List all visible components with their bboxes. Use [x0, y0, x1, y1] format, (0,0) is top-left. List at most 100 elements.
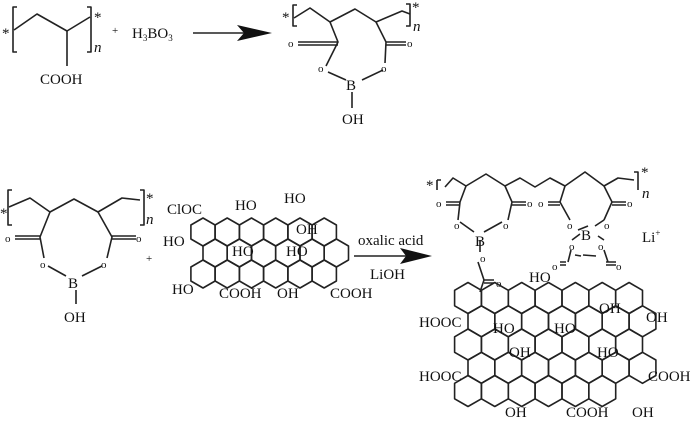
- carbonyl-oxygen: o: [627, 198, 633, 210]
- carboxyl-label: COOH: [330, 286, 373, 302]
- carbon-ring: [311, 259, 338, 289]
- end-star: *: [426, 178, 434, 194]
- condition-oxalic-acid: oxalic acid: [358, 233, 424, 249]
- carboxyl-label: COOH: [648, 369, 691, 385]
- hydroxyl-label: OH: [599, 301, 621, 317]
- hydroxyl-label: HO: [554, 321, 576, 337]
- bracket-left: [292, 4, 297, 27]
- carbon-ring: [238, 259, 265, 289]
- end-star: *: [0, 206, 8, 222]
- plus-sign: +: [146, 253, 152, 265]
- carboxyl-label: COOH: [40, 72, 83, 88]
- ring-oxygen: o: [604, 220, 610, 232]
- hydroxyl-label: OH: [646, 310, 668, 326]
- ester-oxygen: o: [480, 253, 486, 265]
- bracket-left: [12, 6, 17, 53]
- carbonyl-oxygen: o: [527, 198, 533, 210]
- end-star: *: [2, 26, 10, 42]
- hydroxyl-label: HO: [529, 270, 551, 286]
- borate-ester-polymer-reactant: * * n o o o o B OH: [0, 189, 154, 326]
- oxalate-oxygen: o: [569, 241, 575, 253]
- boron-atom: B: [475, 234, 485, 250]
- carbonyl-oxygen: o: [5, 233, 11, 245]
- boron-atom: B: [346, 78, 356, 94]
- hydroxyl-label: HO: [597, 345, 619, 361]
- backbone: [8, 197, 141, 213]
- carbon-ring: [507, 374, 536, 408]
- hydroxyl-label: HO: [163, 234, 185, 250]
- oxalate-carbonyl-oxygen: o: [552, 261, 558, 273]
- carbonyl-oxygen: o: [407, 38, 413, 50]
- carboxyl-label: HOOC: [419, 315, 462, 331]
- lithium-ion: Li+: [642, 228, 660, 246]
- hydroxyl-label: OH: [632, 405, 654, 421]
- carbon-ring: [480, 374, 510, 408]
- hydroxyl-label: HO: [286, 244, 308, 260]
- hydroxyl-label: OH: [505, 405, 527, 421]
- carbon-ring: [287, 259, 313, 289]
- hydroxyl-label: HO: [284, 191, 306, 207]
- ring-oxygen: o: [567, 220, 573, 232]
- product-graphene-labels: HO OH OH HOOC HO HO OH HO HOOC COOH OH C…: [419, 270, 691, 421]
- oxalate-carbonyl-oxygen: o: [616, 261, 622, 273]
- graphene-oxide-sheet-grafted: [453, 281, 657, 408]
- hydroxyl-label: OH: [342, 112, 364, 128]
- repeat-n: n: [413, 19, 421, 35]
- end-star: *: [641, 165, 649, 181]
- carbon-ring: [534, 374, 563, 408]
- carbon-ring: [214, 259, 241, 289]
- hydroxyl-label: OH: [277, 286, 299, 302]
- backbone: [293, 7, 411, 23]
- end-star: *: [146, 191, 154, 207]
- hydroxyl-label: OH: [296, 222, 318, 238]
- hydroxyl-label: OH: [64, 310, 86, 326]
- backbone: [13, 13, 91, 32]
- hydroxyl-label: HO: [235, 198, 257, 214]
- reaction-arrow-2: [354, 248, 432, 264]
- carbon-ring: [561, 374, 590, 408]
- end-star: *: [412, 0, 420, 16]
- borate-polymer-backbone: * * n o o o o o o B o o o o B o o o o Li…: [426, 165, 660, 293]
- carbonyl-oxygen: o: [538, 198, 544, 210]
- oxalate-oxygen: o: [598, 241, 604, 253]
- carbonyl-oxygen: o: [436, 198, 442, 210]
- hydroxyl-label: HO: [232, 244, 254, 260]
- carbonyl-oxygen: o: [496, 278, 502, 290]
- hydroxyl-label: HO: [172, 282, 194, 298]
- repeat-n: n: [146, 212, 154, 228]
- ring-oxygen: o: [503, 220, 509, 232]
- carbon-ring: [628, 351, 657, 385]
- bracket-right: [406, 3, 411, 27]
- bracket-right: [87, 6, 92, 53]
- condition-lioh: LiOH: [370, 267, 405, 283]
- hydroxyl-label: HO: [493, 321, 515, 337]
- graphene-oxide-labels: ClOC HO HO HO OH HO HO HO COOH OH COOH: [163, 191, 373, 302]
- boric-acid-label: H3BO3: [132, 26, 173, 43]
- carboxyl-label: COOH: [219, 286, 262, 302]
- carboxyl-label: HOOC: [419, 369, 462, 385]
- end-star: *: [282, 10, 290, 26]
- ring-oxygen: o: [381, 63, 387, 75]
- repeat-n: n: [642, 186, 650, 202]
- carbon-ring: [190, 259, 216, 289]
- repeat-n: n: [94, 40, 102, 56]
- carbonyl-oxygen: o: [288, 38, 294, 50]
- hydroxyl-label: OH: [509, 345, 531, 361]
- polyacrylic-acid: * * n COOH: [2, 6, 102, 88]
- carbon-ring: [262, 259, 289, 289]
- acyl-chloride-label: ClOC: [167, 202, 202, 218]
- borate-ester-polymer: * * n o o o o B OH: [282, 0, 421, 128]
- ring-oxygen: o: [101, 259, 107, 271]
- ring-oxygen: o: [454, 220, 460, 232]
- reaction-arrow-1: [193, 25, 272, 41]
- boron-atom: B: [581, 228, 591, 244]
- end-star: *: [94, 10, 102, 26]
- boron-atom: B: [68, 276, 78, 292]
- ring-oxygen: o: [318, 63, 324, 75]
- ring-oxygen: o: [40, 259, 46, 271]
- carboxyl-label: COOH: [566, 405, 609, 421]
- carbonyl-oxygen: o: [136, 233, 142, 245]
- plus-sign: +: [112, 25, 118, 37]
- carbon-ring: [588, 374, 617, 408]
